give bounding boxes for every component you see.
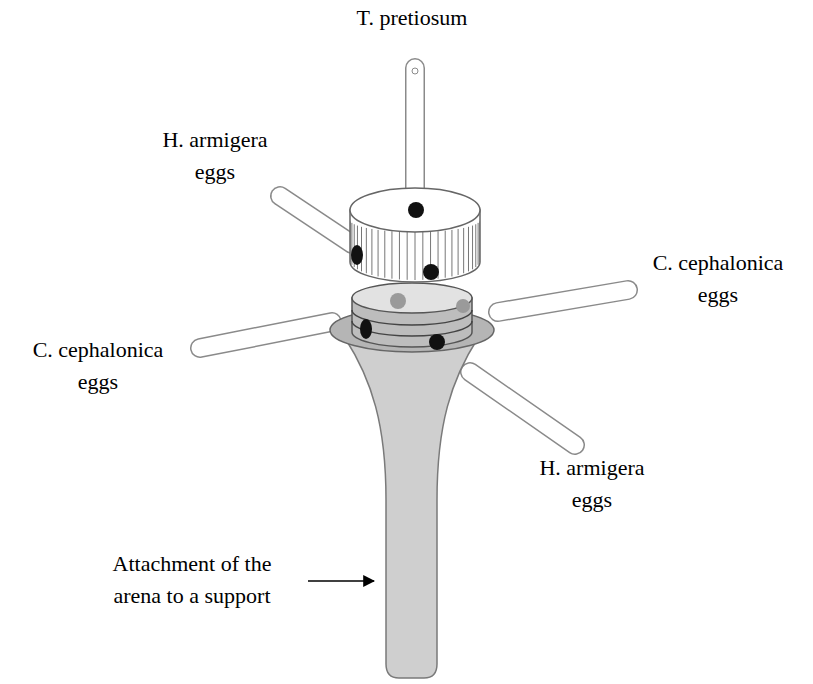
glass-tube xyxy=(470,372,575,445)
arena-cap-top xyxy=(350,188,480,232)
glass-tube-inner xyxy=(407,68,424,206)
glass-tube-inner xyxy=(470,372,575,445)
insect-label: T. pretiosum xyxy=(312,2,512,34)
egg-source-label: H. armigera eggs xyxy=(150,124,280,188)
glass-tube-inner xyxy=(280,196,352,244)
glass-tube xyxy=(498,290,628,312)
glass-tube-inner xyxy=(200,322,332,348)
egg-source-label: C. cephalonica eggs xyxy=(633,247,803,311)
arena-stem xyxy=(345,338,478,678)
glass-tube-inner xyxy=(498,290,628,312)
arena-base-top xyxy=(352,283,472,313)
egg-source-label: H. armigera eggs xyxy=(527,452,657,516)
leader-arrow xyxy=(308,580,374,582)
glass-tube xyxy=(280,196,352,244)
glass-tube xyxy=(200,322,332,348)
tube-holes xyxy=(351,202,470,350)
part-label: Attachment of the arena to a support xyxy=(87,548,297,612)
egg-source-label: C. cephalonica eggs xyxy=(13,334,183,398)
glass-tube xyxy=(405,68,425,206)
